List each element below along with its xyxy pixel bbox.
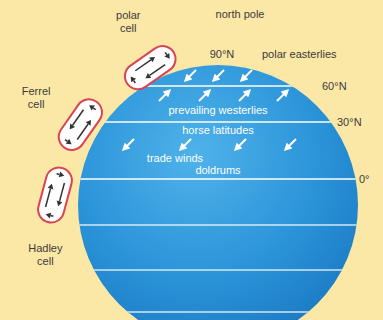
globe-label: doldrums [195, 165, 240, 176]
globe-label: 90°N [210, 49, 235, 60]
globe-label: 30°N [337, 117, 362, 128]
globe-label: prevailing westerlies [168, 105, 267, 116]
cell-name: polar cell [116, 9, 141, 34]
globe-label: horse latitudes [182, 125, 254, 136]
circulation-cell: polar cell [114, 7, 184, 102]
globe [78, 65, 358, 320]
globe-label: 0° [359, 174, 370, 185]
globe-label: north pole [216, 9, 265, 20]
circulation-cell: Hadley cell [21, 161, 89, 270]
cell-name: Hadley cell [28, 242, 63, 267]
globe-label: 60°N [322, 81, 347, 92]
globe-label: trade winds [147, 153, 203, 164]
latitude-lines [60, 86, 380, 312]
globe-label: polar easterlies [262, 49, 337, 60]
cell-outline [114, 7, 184, 102]
cell-name: Ferrel cell [22, 85, 51, 110]
circulation-cell: Ferrel cell [20, 83, 114, 159]
